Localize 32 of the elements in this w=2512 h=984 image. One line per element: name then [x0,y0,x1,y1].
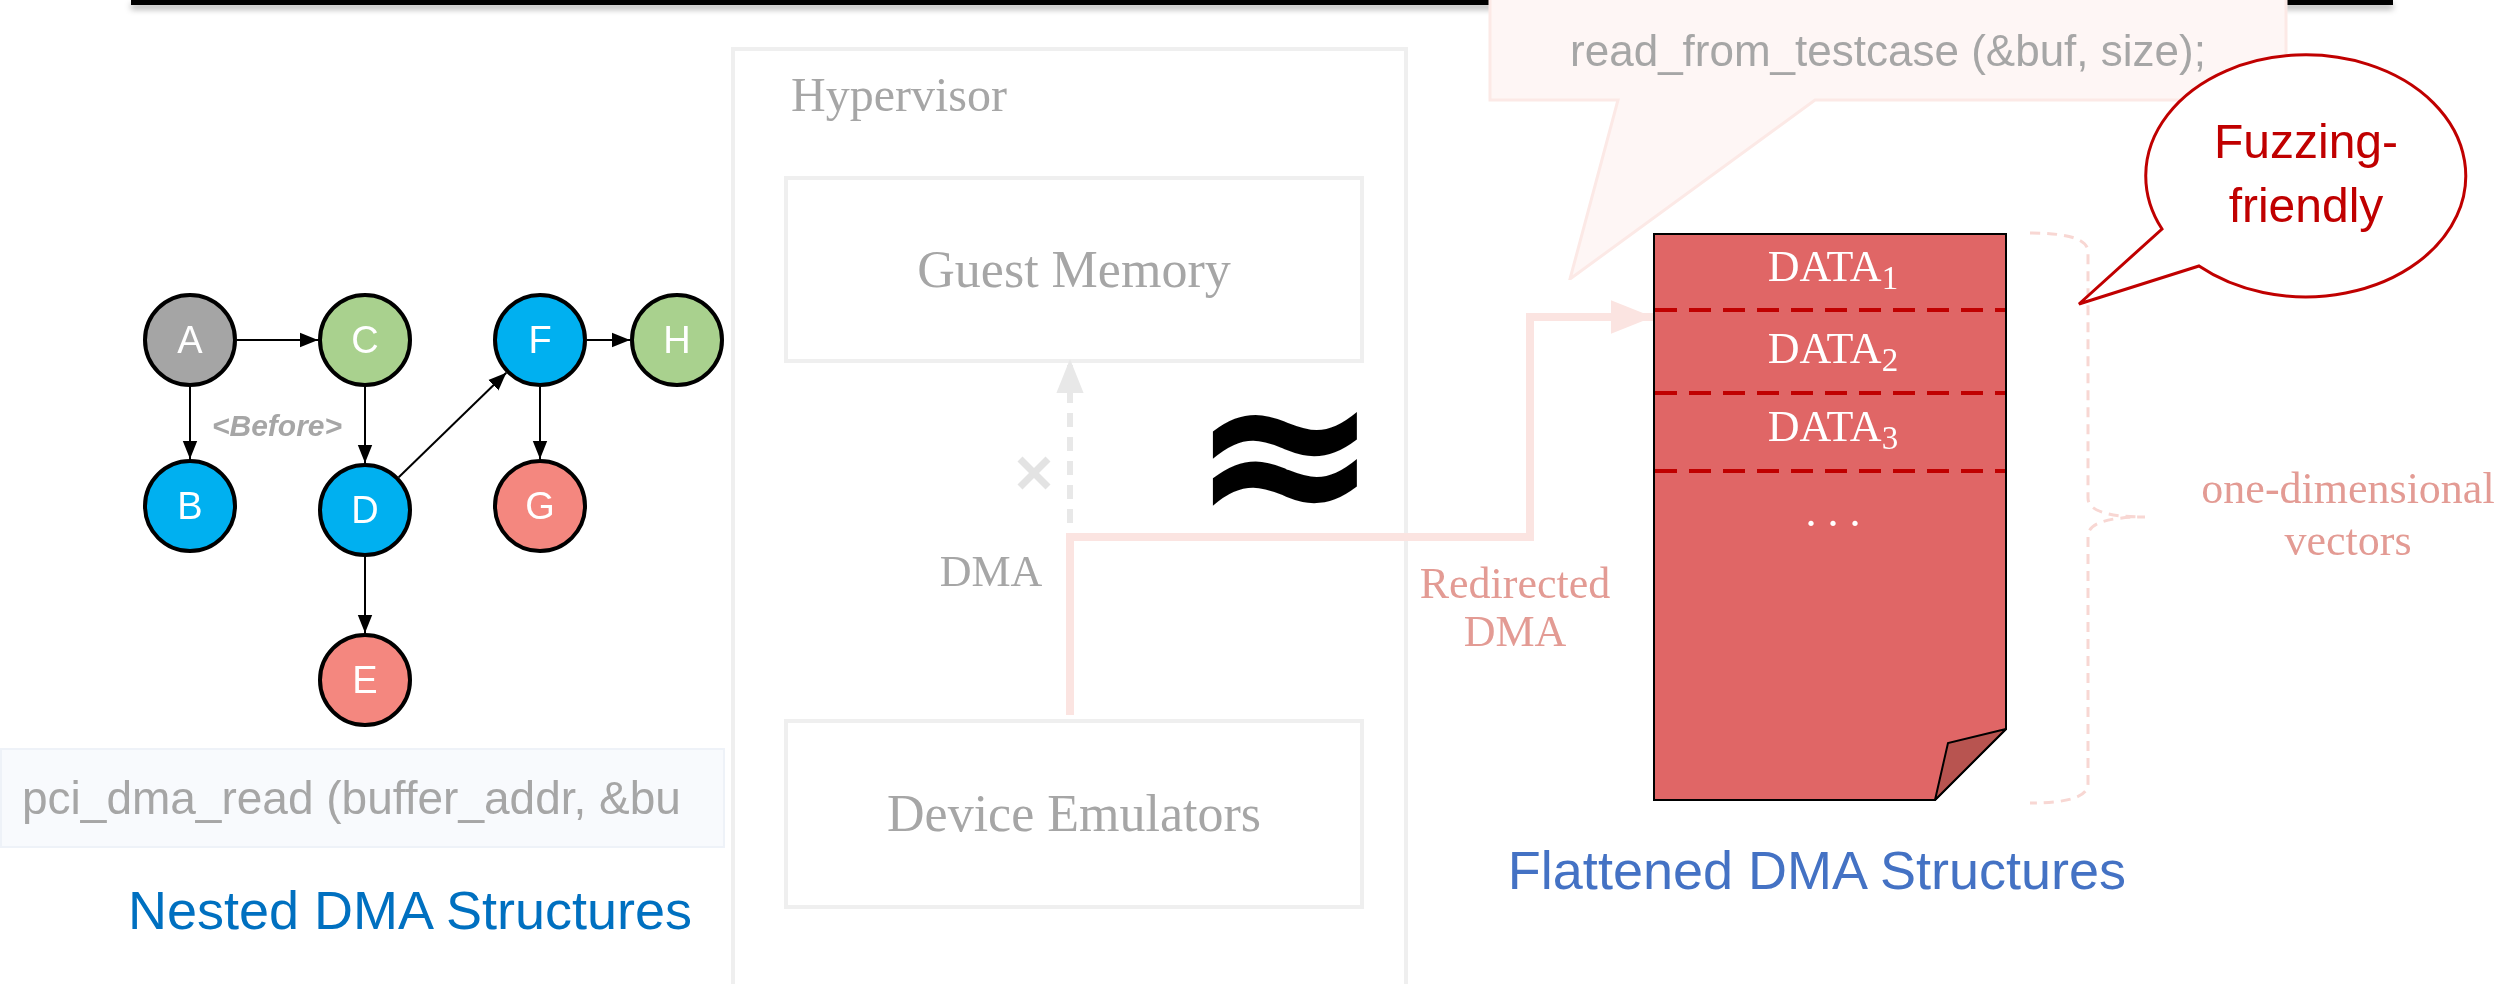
node-letter: C [351,317,379,363]
box-label: Device Emulators [887,784,1261,844]
node-letter: A [177,317,203,363]
code-text: pci_dma_read (buffer_addr, &bu [22,770,681,826]
graph-caption: <Before> [210,407,344,444]
section-caption: Nested DMA Structures [126,878,694,942]
arrow [182,386,198,460]
arrow [236,332,319,348]
arrow [397,371,508,479]
frame-heading: Hypervisor [791,67,1007,123]
data-row-label: DATA$_{3}$ [1766,402,1900,452]
callout-text: read_from_testcase (&buf, size); [1569,25,2207,77]
node-letter: G [525,483,555,529]
arrow [532,386,548,460]
node-letter: D [351,487,379,533]
approx-symbol: ≈ [1187,337,1383,567]
node-letter: F [528,317,552,363]
brace-label: one-dimensional vectors [2200,463,2496,567]
arrow [586,332,631,348]
node-letter: H [663,317,691,363]
document-page [1653,233,2007,801]
data-row-label: DATA$_{2}$ [1766,324,1900,374]
bubble-text: Fuzzing-friendly [2212,114,2400,234]
data-row-label: . . . [1804,487,1862,537]
arrow [1066,300,1653,715]
arrow [357,386,373,464]
section-caption: Flattened DMA Structures [1506,838,2128,902]
data-row-label: DATA$_{1}$ [1766,242,1900,292]
node-letter: E [352,657,378,703]
node-letter: B [177,483,203,529]
arrow [357,556,373,634]
box-label: Guest Memory [917,239,1231,300]
